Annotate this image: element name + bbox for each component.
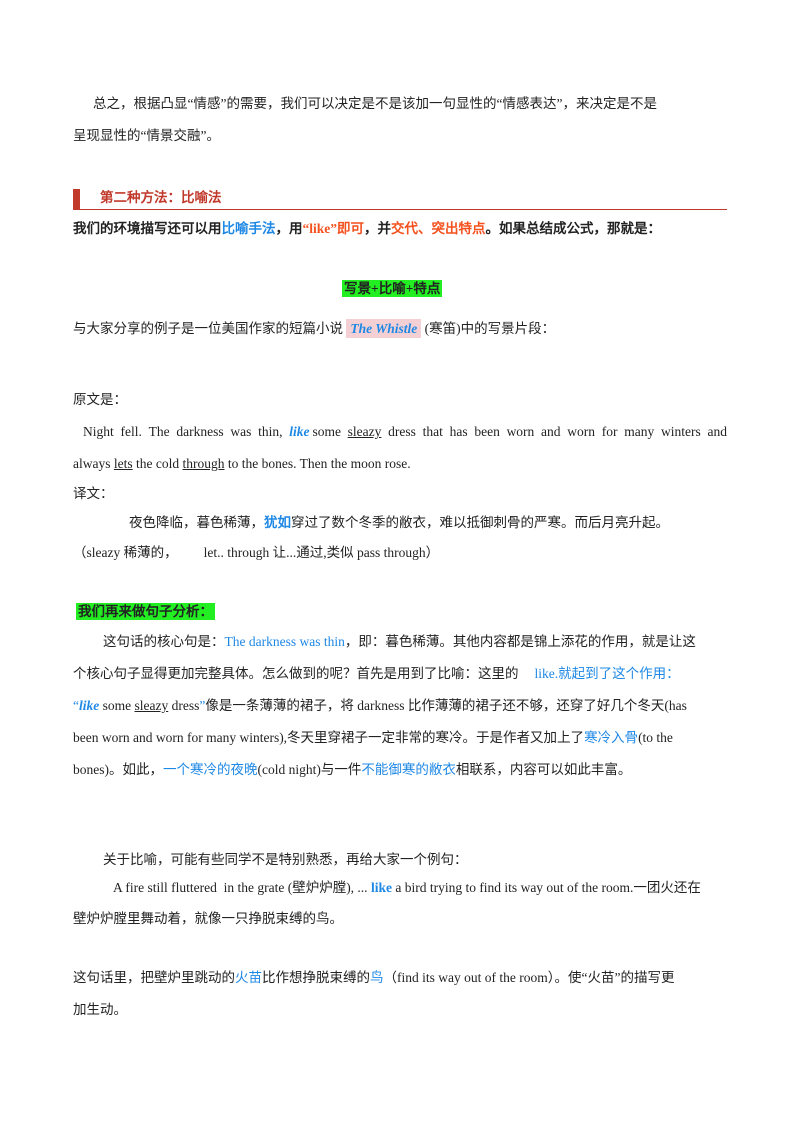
cold-to-bone: 寒冷入骨	[584, 730, 639, 745]
text: been worn and worn for many winters),冬天里…	[73, 730, 585, 745]
paragraph-3: 与大家分享的例子是一位美国作家的短篇小说 The Whistle (寒笛)中的写…	[73, 319, 556, 338]
word: and	[541, 424, 561, 439]
p3-text-a: 与大家分享的例子是一位美国作家的短篇小说	[73, 321, 343, 336]
word: has	[449, 424, 468, 439]
word: many	[624, 424, 655, 439]
paragraph-2: 我们的环境描写还可以用比喻手法，用“like”即可，并交代、突出特点。如果总结成…	[73, 221, 661, 238]
section-divider	[73, 209, 727, 210]
conclusion-line-1: 这句话里，把壁炉里跳动的火苗比作想挣脱束缚的鸟（find its way out…	[73, 970, 674, 987]
through-word: through	[182, 456, 225, 471]
paragraph-1-line-1: 总之，根据凸显“情感”的需要，我们可以决定是不是该加一句显性的“情感表达”，来决…	[93, 96, 657, 111]
sleazy-word: sleazy	[347, 424, 382, 439]
word: been	[474, 424, 500, 439]
text: (to the	[638, 730, 673, 745]
p2-feature-term: 交代、突出特点	[391, 221, 486, 236]
p2-metaphor-term: 比喻手法	[221, 221, 276, 236]
flame-term: 火苗	[235, 970, 262, 985]
yu-ru-keyword: 犹如	[264, 515, 291, 530]
analysis-line-4: been worn and worn for many winters),冬天里…	[73, 730, 673, 747]
p2-text-a: 我们的环境描写还可以用	[73, 221, 222, 236]
example-line-1: A fire still fluttered in the grate (壁炉炉…	[113, 880, 701, 897]
sleazy-word: sleazy	[134, 698, 169, 713]
core-sentence: The darkness was thin	[224, 634, 345, 649]
text: always	[73, 456, 114, 471]
conclusion-line-2: 加生动。	[73, 1002, 127, 1017]
analysis-heading-text: 我们再来做句子分析：	[76, 603, 215, 620]
text: A fire still fluttered in the grate (壁炉炉…	[113, 880, 371, 895]
p2-text-c: ，用	[275, 221, 303, 236]
analysis-line-1: 这句话的核心句是：The darkness was thin，即：暮色稀薄。其他…	[103, 634, 696, 651]
thin-garment: 不能御寒的敝衣	[361, 762, 456, 777]
bird-term: 鸟	[370, 970, 384, 985]
word: fell.	[120, 424, 142, 439]
word: worn	[506, 424, 535, 439]
like-keyword: like	[79, 698, 100, 713]
section-title: 第二种方法：比喻法	[100, 190, 222, 205]
original-label: 原文是：	[73, 392, 127, 407]
like-role: like.就起到了这个作用：	[534, 666, 680, 681]
text: （find its way out of the room）。使“火苗”的描写更	[383, 970, 675, 985]
p2-like-term: “like”即可	[302, 221, 365, 236]
p2-text-e: ，并	[364, 221, 392, 236]
text: 穿过了数个冬季的敝衣，难以抵御刺骨的严寒。而后月亮升起。	[291, 515, 669, 530]
quote-close: ”	[199, 698, 206, 713]
formula: 写景+比喻+特点	[342, 280, 443, 298]
formula-text: 写景+比喻+特点	[342, 280, 443, 297]
text: the cold	[132, 456, 183, 471]
vocabulary-gloss: （sleazy 稀薄的， let.. through 让...通过,类似 pass…	[73, 545, 439, 562]
text: some	[99, 698, 135, 713]
text: 这句话里，把壁炉里跳动的	[73, 970, 235, 985]
like-keyword: like	[289, 424, 310, 439]
text: 比作想挣脱束缚的	[262, 970, 370, 985]
text: a bird trying to find its way out of the…	[391, 880, 701, 895]
analysis-line-3: “like some sleazy dress”像是一条薄薄的裙子，将 dark…	[73, 698, 687, 715]
text: dress	[168, 698, 200, 713]
word: winters	[660, 424, 701, 439]
word: some	[312, 424, 341, 439]
analysis-line-5: bones)。如此，一个寒冷的夜晚(cold night)与一件不能御寒的敝衣相…	[73, 762, 631, 779]
gloss-sleazy: （sleazy 稀薄的，	[73, 545, 178, 560]
text: 夜色降临，暮色稀薄，	[129, 515, 264, 530]
lets-word: lets	[113, 456, 133, 471]
word: The	[148, 424, 170, 439]
section-marker	[73, 189, 80, 210]
analysis-heading: 我们再来做句子分析：	[76, 603, 215, 621]
translation-text: 夜色降临，暮色稀薄，犹如穿过了数个冬季的敝衣，难以抵御刺骨的严寒。而后月亮升起。	[129, 515, 669, 532]
text: 相联系，内容可以如此丰富。	[455, 762, 632, 777]
analysis-line-2: 个核心句子显得更加完整具体。怎么做到的呢？首先是用到了比喻：这里的 like.就起…	[73, 666, 680, 683]
gloss-let-through: let.. through 让...通过,类似 pass through）	[203, 545, 440, 560]
cold-night: 一个寒冷的夜晚	[163, 762, 258, 777]
paragraph-1-line-2: 呈现显性的“情景交融”。	[73, 128, 220, 143]
original-line-2: always lets the cold through to the bone…	[73, 456, 411, 473]
p3-text-b: (寒笛)中的写景片段：	[424, 321, 556, 336]
word: for	[601, 424, 618, 439]
text: 像是一条薄薄的裙子，将 darkness 比作薄薄的裙子还不够，还穿了好几个冬天…	[205, 698, 687, 713]
p2-text-g: 。如果总结成公式，那就是：	[485, 221, 662, 236]
word: was	[230, 424, 252, 439]
word: worn	[567, 424, 596, 439]
text: ，即：暮色稀薄。其他内容都是锦上添花的作用，就是让这	[344, 634, 696, 649]
example-line-2: 壁炉炉膛里舞动着，就像一只挣脱束缚的鸟。	[73, 911, 343, 926]
text: 这句话的核心句是：	[103, 634, 225, 649]
like-keyword: like	[370, 880, 392, 895]
example-intro: 关于比喻，可能有些同学不是特别熟悉，再给大家一个例句：	[103, 852, 468, 867]
text: 个核心句子显得更加完整具体。怎么做到的呢？首先是用到了比喻：这里的	[73, 666, 519, 681]
word: darkness	[176, 424, 224, 439]
word: and	[707, 424, 727, 439]
word: that	[422, 424, 443, 439]
text: to the bones. Then the moon rose.	[224, 456, 411, 471]
story-title: The Whistle	[346, 319, 422, 338]
word: Night	[83, 424, 114, 439]
translation-label: 译文：	[73, 486, 114, 501]
text: bones)。如此，	[73, 762, 163, 777]
word: thin,	[258, 424, 283, 439]
quote-open: “	[73, 698, 79, 713]
text: (cold night)与一件	[257, 762, 362, 777]
word: dress	[388, 424, 416, 439]
